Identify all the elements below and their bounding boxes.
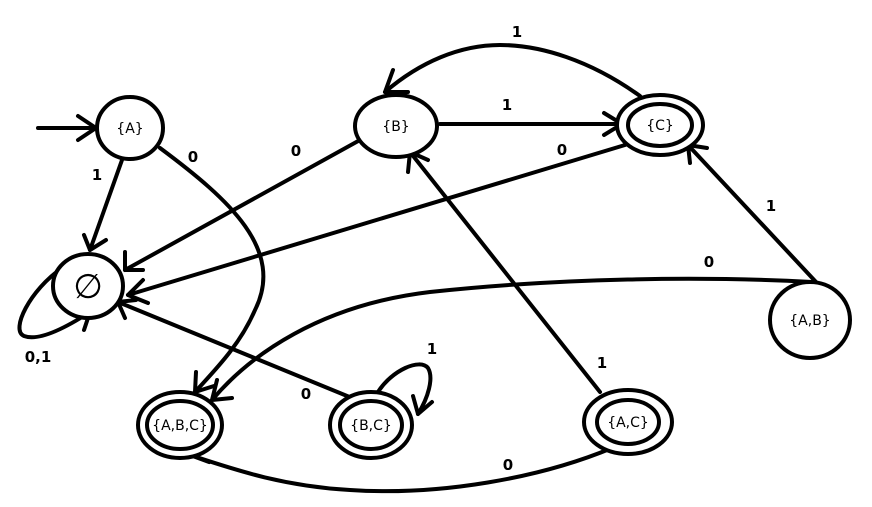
empty-set-symbol: ∅ bbox=[73, 267, 103, 307]
edge-label-AC-to-ABC: 0 bbox=[503, 456, 513, 474]
edge-label-B-to-empty: 0 bbox=[291, 142, 301, 160]
edge-C-to-B bbox=[383, 43, 642, 98]
edge-label-B-to-C: 1 bbox=[502, 96, 512, 114]
edge-BC-self bbox=[376, 362, 434, 416]
edge-label-AB-to-C: 1 bbox=[766, 197, 776, 215]
edge-label-AB-to-ABC: 0 bbox=[704, 253, 714, 271]
edge-C-to-empty bbox=[126, 143, 627, 305]
state-AB: {A,B} bbox=[768, 280, 852, 360]
state-AC: {A,C} bbox=[582, 388, 674, 456]
start-arrow bbox=[36, 114, 98, 142]
state-B-label: {B} bbox=[382, 119, 409, 135]
state-BC-label: {B,C} bbox=[350, 418, 392, 434]
edge-BC-to-empty bbox=[116, 298, 354, 400]
state-C: {C} bbox=[615, 93, 705, 157]
edge-AB-to-ABC bbox=[210, 276, 814, 402]
edge-label-BC-to-empty: 0 bbox=[301, 385, 311, 403]
state-B: {B} bbox=[353, 93, 439, 159]
state-BC: {B,C} bbox=[328, 390, 414, 460]
edge-B-to-empty bbox=[123, 138, 362, 272]
edge-A-to-empty bbox=[82, 158, 124, 252]
edge-label-AC-to-B: 1 bbox=[597, 354, 607, 372]
state-AB-label: {A,B} bbox=[789, 313, 830, 329]
edge-label-BC-self: 1 bbox=[427, 340, 437, 358]
edge-label-C-to-empty: 0 bbox=[557, 141, 567, 159]
edge-B-to-C bbox=[438, 111, 624, 137]
state-ABC-label: {A,B,C} bbox=[152, 418, 208, 434]
edge-label-A-to-ABC: 0 bbox=[188, 148, 198, 166]
state-ABC: {A,B,C} bbox=[136, 390, 224, 460]
state-A: {A} bbox=[95, 95, 165, 161]
state-empty: ∅ bbox=[51, 252, 125, 320]
state-C-label: {C} bbox=[646, 118, 674, 134]
edge-label-A-to-empty: 1 bbox=[92, 166, 102, 184]
edge-label-C-to-B: 1 bbox=[512, 23, 522, 41]
state-A-label: {A} bbox=[116, 121, 143, 137]
state-AC-label: {A,C} bbox=[607, 415, 649, 431]
edge-label-empty-self: 0,1 bbox=[25, 348, 52, 366]
